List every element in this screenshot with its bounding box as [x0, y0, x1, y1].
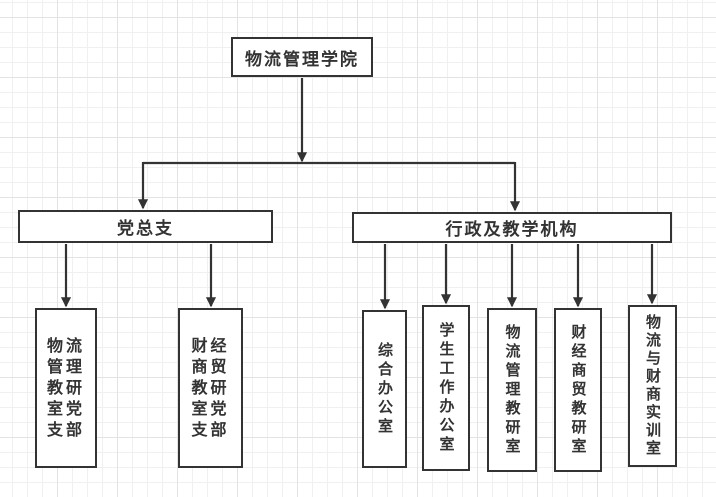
- node-logistics-teaching-party-branch-label: 物流管理教研室党支部: [46, 337, 85, 439]
- node-party-general-branch-label: 党总支: [117, 219, 174, 238]
- node-logistics-teaching-office-label: 物流管理教研室: [503, 323, 521, 457]
- node-college-root-label: 物流管理学院: [245, 49, 359, 69]
- node-general-office[interactable]: 综合办公室: [362, 310, 407, 468]
- node-admin-teaching-orgs-label: 行政及教学机构: [445, 220, 579, 239]
- node-admin-teaching-orgs[interactable]: 行政及教学机构: [352, 212, 672, 243]
- node-finance-commerce-teaching-office[interactable]: 财经商贸教研室: [554, 308, 602, 472]
- node-logistics-finance-training-room[interactable]: 物流与财商实训室: [628, 305, 677, 467]
- node-college-root[interactable]: 物流管理学院: [231, 37, 373, 77]
- node-finance-commerce-teaching-party-branch[interactable]: 财经商贸教研室党支部: [178, 308, 243, 468]
- node-finance-commerce-teaching-party-branch-label: 财经商贸教研室党支部: [191, 337, 230, 439]
- node-party-general-branch[interactable]: 党总支: [18, 210, 273, 243]
- node-logistics-teaching-office[interactable]: 物流管理教研室: [487, 308, 537, 472]
- node-student-affairs-office[interactable]: 学生工作办公室: [422, 305, 470, 471]
- node-logistics-teaching-party-branch[interactable]: 物流管理教研室党支部: [35, 308, 97, 468]
- node-logistics-finance-training-room-label: 物流与财商实训室: [644, 314, 661, 458]
- node-student-affairs-office-label: 学生工作办公室: [437, 321, 455, 455]
- node-general-office-label: 综合办公室: [376, 341, 393, 437]
- node-finance-commerce-teaching-office-label: 财经商贸教研室: [569, 323, 587, 457]
